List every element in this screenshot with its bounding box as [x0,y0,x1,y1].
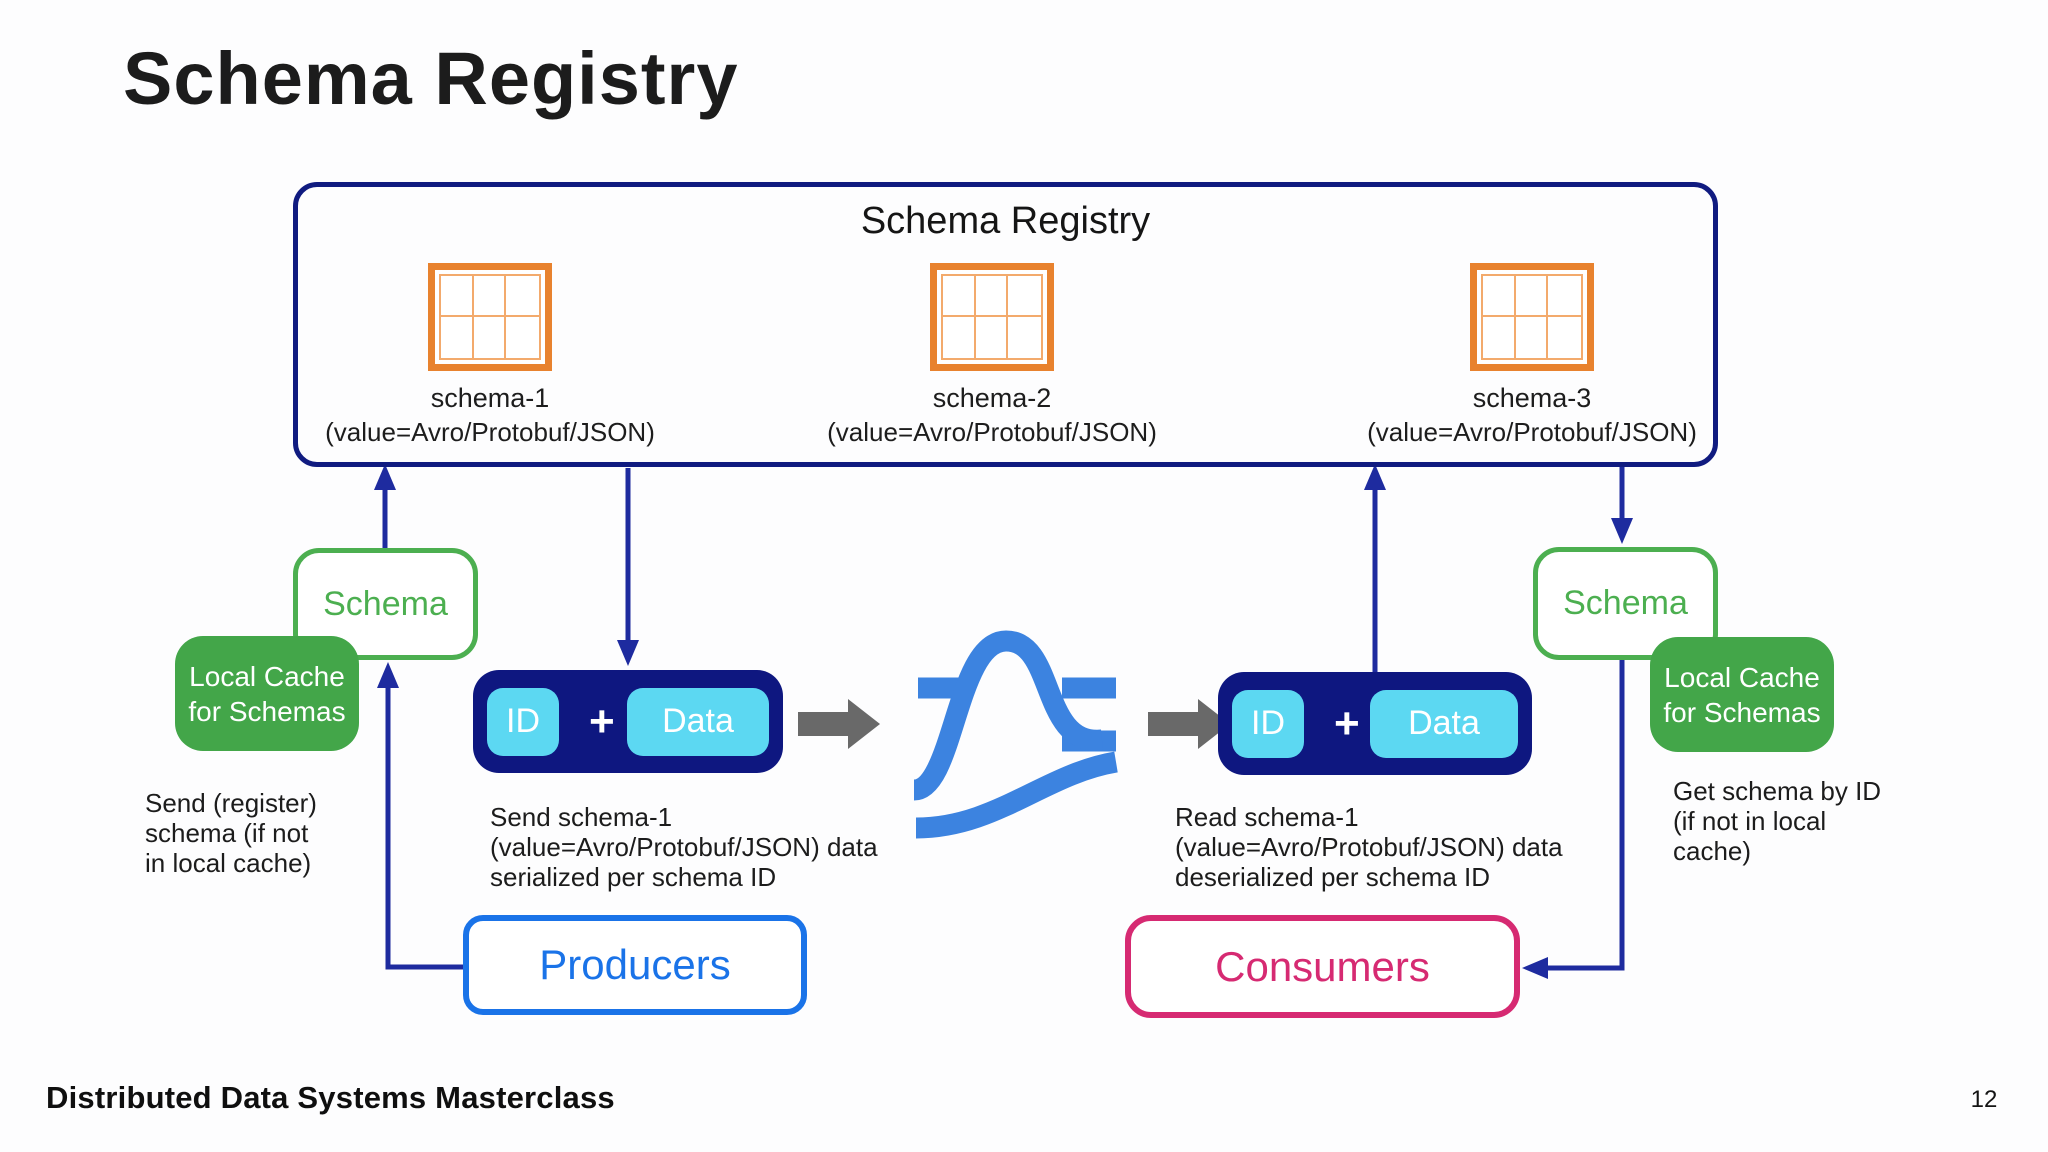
plus-sign: + [589,696,615,746]
table-cell [1008,276,1041,317]
cache-label-line: for Schemas [1663,696,1821,728]
consumer-local-cache-box: Local Cache for Schemas [1650,637,1834,752]
schema-name-label: schema-2 [932,383,1052,413]
arrowhead-up-icon [377,662,399,688]
id-chip: ID [487,687,559,756]
note-line: cache) [1673,836,1752,866]
note-line: Send (register) [145,788,317,818]
data-chip: Data [1370,689,1518,758]
table-cell [1548,317,1581,358]
note-line: (value=Avro/Protobuf/JSON) data [490,832,878,862]
schema-item-2: schema-2 (value=Avro/Protobuf/JSON) [812,263,1172,448]
table-grid-icon [1470,263,1594,371]
arrowhead-up-icon [1364,464,1386,490]
footer-course-title: Distributed Data Systems Masterclass [46,1080,615,1115]
consumer-message-pill: ID + Data [1218,672,1532,775]
schema-value-label: (value=Avro/Protobuf/JSON) [325,417,655,447]
arrowhead-down-icon [617,640,639,666]
schema-item-3: schema-3 (value=Avro/Protobuf/JSON) [1352,263,1712,448]
table-cell [1483,276,1516,317]
producer-cache-note: Send (register) schema (if not in local … [145,788,317,878]
consumer-pill-note: Read schema-1 (value=Avro/Protobuf/JSON)… [1175,802,1563,892]
arrowhead-down-icon [1611,518,1633,544]
schema-box-label: Schema [1563,584,1688,622]
table-cell [975,276,1009,317]
page-title: Schema Registry [123,37,739,120]
id-chip: ID [1232,689,1304,758]
table-cell [506,276,539,317]
table-cell [1515,276,1549,317]
table-grid-icon [428,263,552,371]
table-grid-icon [930,263,1054,371]
consumers-label: Consumers [1215,942,1430,990]
table-grid [1481,274,1583,360]
table-cell [1548,276,1581,317]
note-line: Get schema by ID [1673,776,1882,806]
note-line: (value=Avro/Protobuf/JSON) data [1175,832,1563,862]
note-line: schema (if not [145,818,309,848]
cache-label-line: Local Cache [1664,661,1820,693]
schema-registry-heading: Schema Registry [860,200,1151,242]
schema-name-label: schema-1 [430,383,550,413]
note-line: deserialized per schema ID [1175,862,1491,892]
note-line: (if not in local [1673,806,1827,836]
flow-arrows [798,699,1230,749]
note-line: Send schema-1 [490,802,673,832]
table-cell [473,276,507,317]
plus-sign: + [1334,698,1360,748]
producers-label: Producers [539,941,731,988]
table-grid [439,274,541,360]
schema-value-label: (value=Avro/Protobuf/JSON) [827,417,1157,447]
table-cell [943,317,976,358]
cache-label-line: for Schemas [188,695,346,727]
consumer-cache-note: Get schema by ID (if not in local cache) [1673,776,1881,866]
data-chip: Data [627,687,769,756]
table-cell [506,317,539,358]
table-cell [441,317,474,358]
producer-local-cache-box: Local Cache for Schemas [175,636,359,751]
arrowhead-up-icon [374,464,396,490]
schema-name-label: schema-3 [1472,383,1592,413]
page-number: 12 [1970,1086,1998,1113]
producers-box: Producers [463,915,807,1015]
consumers-box: Consumers [1125,915,1520,1018]
arrow-producers-to-schema-line [385,684,463,970]
schema-item-1: schema-1 (value=Avro/Protobuf/JSON) [310,263,670,448]
table-cell [943,276,976,317]
right-arrow-icon [798,699,880,749]
table-cell [1516,317,1549,358]
note-line: serialized per schema ID [490,862,777,892]
table-cell [441,276,474,317]
note-line: Read schema-1 [1175,802,1359,832]
note-line: in local cache) [145,848,312,878]
table-grid [941,274,1043,360]
schema-box-label: Schema [323,584,448,623]
kafka-wave-icon [911,630,1118,839]
producer-pill-note: Send schema-1 (value=Avro/Protobuf/JSON)… [490,802,878,892]
arrowhead-left-icon [1522,957,1548,979]
cache-label-line: Local Cache [189,660,345,692]
table-cell [474,317,507,358]
table-cell [1008,317,1041,358]
table-cell [1483,317,1516,358]
table-cell [976,317,1009,358]
producer-message-pill: ID + Data [473,670,783,773]
schema-value-label: (value=Avro/Protobuf/JSON) [1367,417,1697,447]
